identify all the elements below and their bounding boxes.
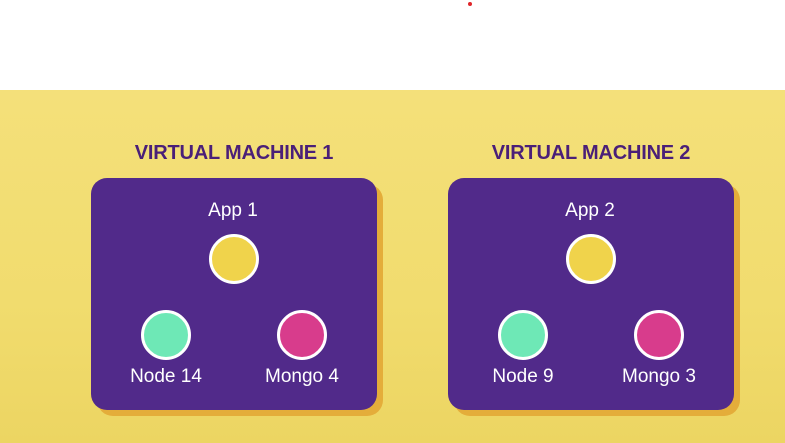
top-whitespace (0, 0, 785, 90)
virtual-machine-1: VIRTUAL MACHINE 1 App 1 Node 14 Mongo 4 (89, 90, 379, 410)
vm-title: VIRTUAL MACHINE 1 (134, 142, 334, 164)
mongo-node-circle (277, 310, 327, 360)
app-label: App 2 (565, 200, 615, 221)
app-node-circle (209, 234, 259, 284)
diagram-stage: VIRTUAL MACHINE 1 App 1 Node 14 Mongo 4 … (0, 90, 785, 443)
app-label: App 1 (208, 200, 258, 221)
vm-box: App 2 Node 9 Mongo 3 (448, 178, 734, 410)
nodejs-node-circle (498, 310, 548, 360)
mongo-label: Mongo 3 (622, 366, 696, 387)
red-dot (468, 2, 472, 6)
nodejs-node-circle (141, 310, 191, 360)
vm-title: VIRTUAL MACHINE 2 (491, 142, 691, 164)
vm-box: App 1 Node 14 Mongo 4 (91, 178, 377, 410)
nodejs-label: Node 9 (492, 366, 554, 387)
virtual-machine-2: VIRTUAL MACHINE 2 App 2 Node 9 Mongo 3 (446, 90, 736, 410)
mongo-label: Mongo 4 (265, 366, 339, 387)
app-node-circle (566, 234, 616, 284)
mongo-node-circle (634, 310, 684, 360)
nodejs-label: Node 14 (130, 366, 202, 387)
